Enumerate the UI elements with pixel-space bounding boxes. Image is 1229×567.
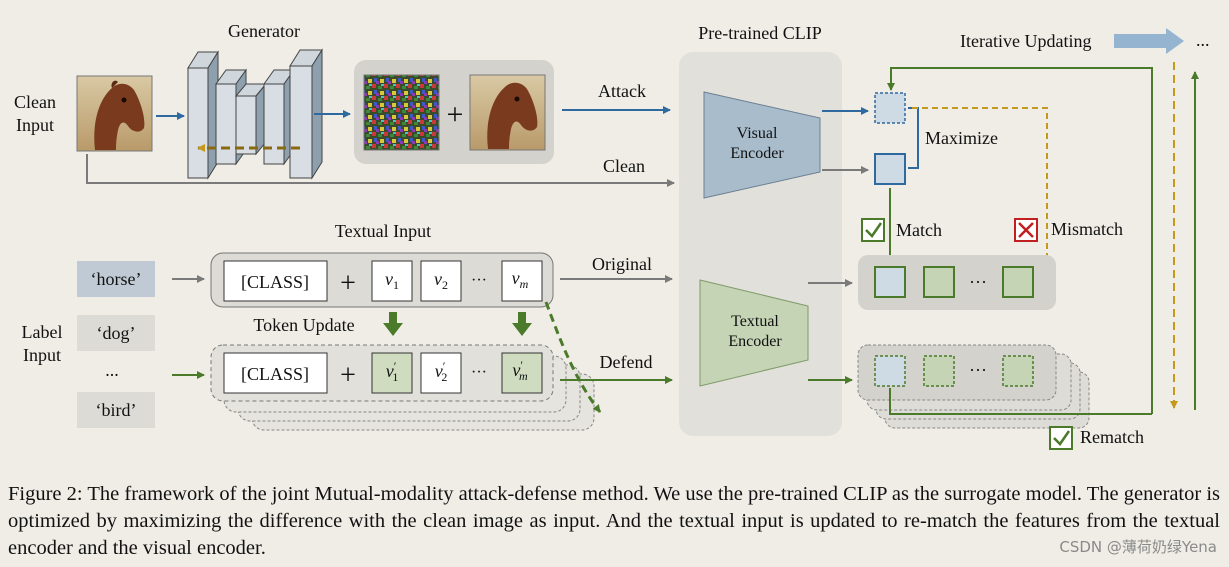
label-dog: ‘dog’ xyxy=(97,323,136,343)
match-checkbox-icon xyxy=(861,218,885,242)
iterative-updating-arrow xyxy=(1114,28,1184,54)
defend-token-v1: v′1 xyxy=(386,359,399,384)
defend-token-v2: v′2 xyxy=(435,359,448,384)
gen-block-3 xyxy=(234,82,268,156)
text-feature-2 xyxy=(923,266,955,298)
prompt-plus: + xyxy=(340,268,356,299)
visual-encoder-label-2: Encoder xyxy=(730,145,784,162)
iterative-updating-label: Iterative Updating xyxy=(960,31,1091,51)
token-vm-box xyxy=(501,260,543,302)
token-update-label: Token Update xyxy=(253,315,354,335)
label-dog-box xyxy=(77,315,155,351)
label-horse-box xyxy=(77,261,155,297)
original-label: Original xyxy=(592,254,652,274)
match-label: Match xyxy=(896,220,942,240)
defend-label: Defend xyxy=(600,352,653,372)
visual-encoder xyxy=(703,91,821,199)
token-v1-box xyxy=(371,260,413,302)
clean-horse-image xyxy=(76,75,153,152)
defend-prompt-plus: + xyxy=(340,360,356,391)
defend-token-v2-box xyxy=(420,352,462,394)
textual-input-title: Textual Input xyxy=(335,221,431,241)
defend-feature-dots: ··· xyxy=(969,360,987,380)
noise-plus-sign: + xyxy=(447,98,464,131)
rematch-label: Rematch xyxy=(1080,427,1144,447)
token-vm: vm xyxy=(512,268,529,291)
defend-token-vm: v′m xyxy=(512,358,528,383)
label-horse: ‘horse’ xyxy=(91,269,142,289)
defend-feature-1 xyxy=(874,355,906,387)
token-v2-box xyxy=(420,260,462,302)
defend-feature-m xyxy=(1002,355,1034,387)
defend-class-token: [CLASS] xyxy=(241,364,309,384)
label-input-label-1: Label xyxy=(22,322,63,342)
token-update-curve xyxy=(544,301,602,413)
generator-network xyxy=(187,48,323,180)
text-feature-1 xyxy=(874,266,906,298)
generator-title: Generator xyxy=(228,21,300,41)
gen-block-1 xyxy=(187,50,219,180)
defend-token-vm-box xyxy=(501,352,543,394)
label-ellipsis: ... xyxy=(105,360,119,380)
defend-token-dots: ··· xyxy=(471,364,487,381)
class-token: [CLASS] xyxy=(241,272,309,292)
attack-label: Attack xyxy=(598,81,646,101)
clean-visual-feature xyxy=(874,153,906,185)
clip-title: Pre-trained CLIP xyxy=(698,23,821,43)
textual-encoder xyxy=(699,279,809,387)
rematch-connector xyxy=(889,388,1152,415)
clean-input-label-1: Clean xyxy=(14,92,56,112)
text-feature-dots: ··· xyxy=(969,272,987,292)
text-feature-m xyxy=(1002,266,1034,298)
label-input-label-2: Input xyxy=(23,345,61,365)
clean-path-label: Clean xyxy=(603,156,645,176)
textual-encoder-label-1: Textual xyxy=(731,313,779,330)
token-dots: ··· xyxy=(471,272,487,289)
token-v2: v2 xyxy=(434,269,448,292)
label-bird-box xyxy=(77,392,155,428)
label-bird: ‘bird’ xyxy=(96,400,137,420)
defend-class-token-box xyxy=(223,352,328,394)
rematch-checkbox-icon xyxy=(1049,426,1073,450)
clean-path-arrow xyxy=(86,154,675,187)
clean-horse-image-copy xyxy=(469,74,546,151)
clean-input-label-2: Input xyxy=(16,115,54,135)
iterative-ellipsis: ... xyxy=(1196,30,1210,50)
noise-image xyxy=(363,74,440,151)
textual-encoder-label-2: Encoder xyxy=(728,333,782,350)
mismatch-label: Mismatch xyxy=(1051,219,1123,239)
maximize-label: Maximize xyxy=(925,128,998,148)
token-update-arrow-1 xyxy=(383,312,403,336)
watermark: CSDN @薄荷奶绿Yena xyxy=(1059,538,1217,556)
defend-feature-2 xyxy=(923,355,955,387)
token-v1: v1 xyxy=(385,269,399,292)
framework-diagram: Generator Clean xyxy=(14,21,1210,450)
class-token-box xyxy=(223,260,328,302)
adv-visual-feature xyxy=(874,92,906,124)
defend-token-v1-box xyxy=(371,352,413,394)
figure-caption: Figure 2: The framework of the joint Mut… xyxy=(8,483,1220,559)
visual-encoder-label-1: Visual xyxy=(737,125,778,142)
token-update-arrow-m xyxy=(512,312,532,336)
maximize-bracket xyxy=(908,107,919,169)
generator-feedback-loop xyxy=(887,67,1153,414)
